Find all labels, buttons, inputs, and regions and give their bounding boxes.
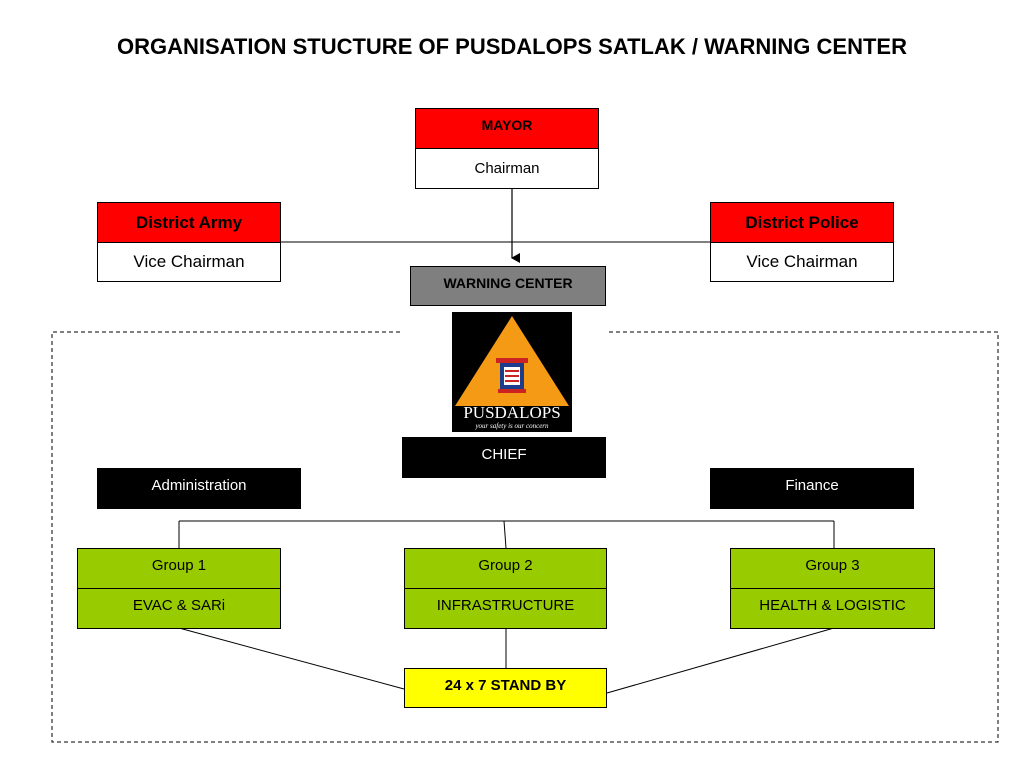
- group2-header: Group 2: [404, 548, 607, 589]
- police-header: District Police: [710, 202, 894, 243]
- diagram-title: ORGANISATION STUCTURE OF PUSDALOPS SATLA…: [117, 34, 907, 59]
- police-role: Vice Chairman: [710, 242, 894, 282]
- finance-box: Finance: [710, 468, 914, 509]
- group1-task: EVAC & SARi: [77, 588, 281, 629]
- pusdalops-logo: PUSDALOPS your safety is our concern: [452, 312, 572, 432]
- army-role: Vice Chairman: [97, 242, 281, 282]
- administration-box: Administration: [97, 468, 301, 509]
- group1-header: Group 1: [77, 548, 281, 589]
- group3-task: HEALTH & LOGISTIC: [730, 588, 935, 629]
- standby-box: 24 x 7 STAND BY: [404, 668, 607, 708]
- army-header: District Army: [97, 202, 281, 243]
- group2-task: INFRASTRUCTURE: [404, 588, 607, 629]
- logo-tagline: your safety is our concern: [474, 422, 549, 430]
- group3-to-standby: [606, 627, 835, 694]
- group2-drop: [503, 520, 507, 549]
- warning-center-box: WARNING CENTER: [410, 266, 606, 306]
- mayor-header: MAYOR: [415, 108, 599, 149]
- logo-name: PUSDALOPS: [463, 403, 560, 422]
- dashed-enclosure: [51, 331, 999, 743]
- mayor-role: Chairman: [415, 148, 599, 189]
- group1-to-standby: [178, 627, 405, 690]
- chief-box: CHIEF: [402, 437, 606, 478]
- group3-header: Group 3: [730, 548, 935, 589]
